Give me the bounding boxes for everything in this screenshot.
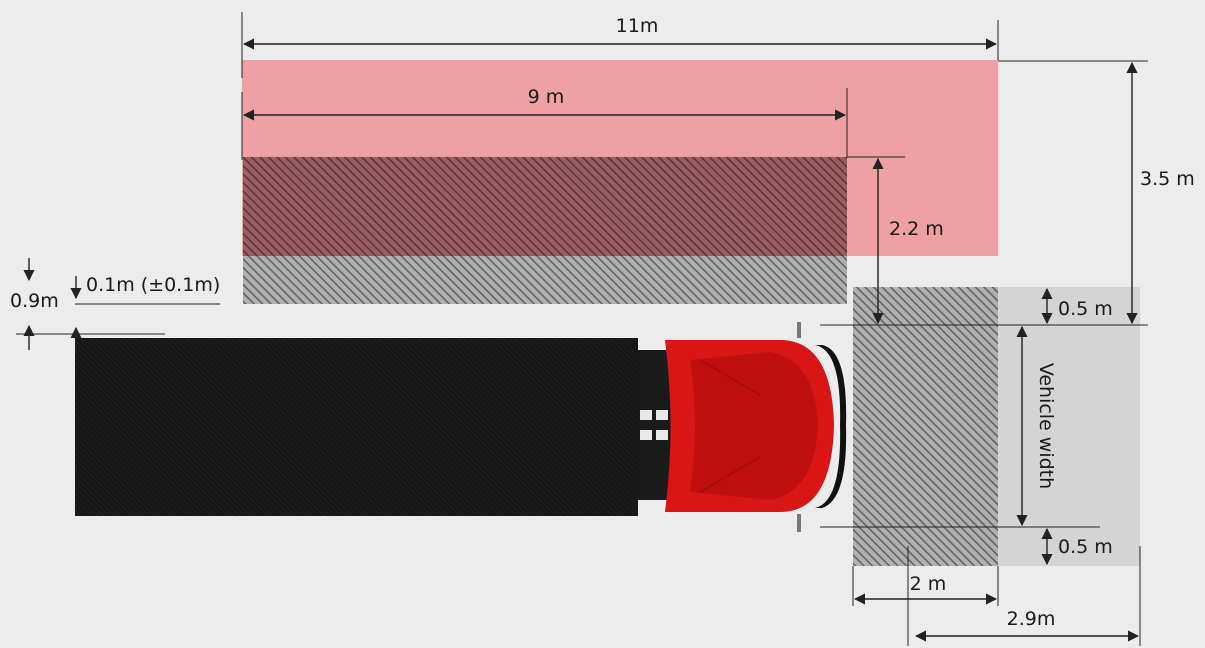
hatched-gray-zone-top xyxy=(243,256,847,304)
label-top-margin: 0.5 m xyxy=(1058,298,1113,320)
truck-cab xyxy=(665,322,847,532)
label-total-length: 11m xyxy=(616,15,659,37)
label-front-width: 2.9m xyxy=(1007,608,1056,630)
label-height-top: 3.5 m xyxy=(1140,168,1195,190)
side-light-zone xyxy=(998,287,1140,566)
trailer xyxy=(75,338,638,516)
label-left-offset: 0.9m xyxy=(10,290,59,312)
label-bottom-margin: 0.5 m xyxy=(1058,536,1113,558)
label-hatched-length: 9 m xyxy=(528,86,565,108)
label-gap-side: 2.2 m xyxy=(889,218,944,240)
label-front-depth: 2 m xyxy=(910,573,947,595)
hatched-gray-zone-front xyxy=(853,287,998,566)
label-tolerance: 0.1m (±0.1m) xyxy=(86,274,220,296)
extension-lines xyxy=(16,12,1148,646)
hatched-red-zone xyxy=(243,157,847,256)
label-vehicle-width: Vehicle width xyxy=(1035,363,1057,489)
cab-connector xyxy=(638,350,672,500)
